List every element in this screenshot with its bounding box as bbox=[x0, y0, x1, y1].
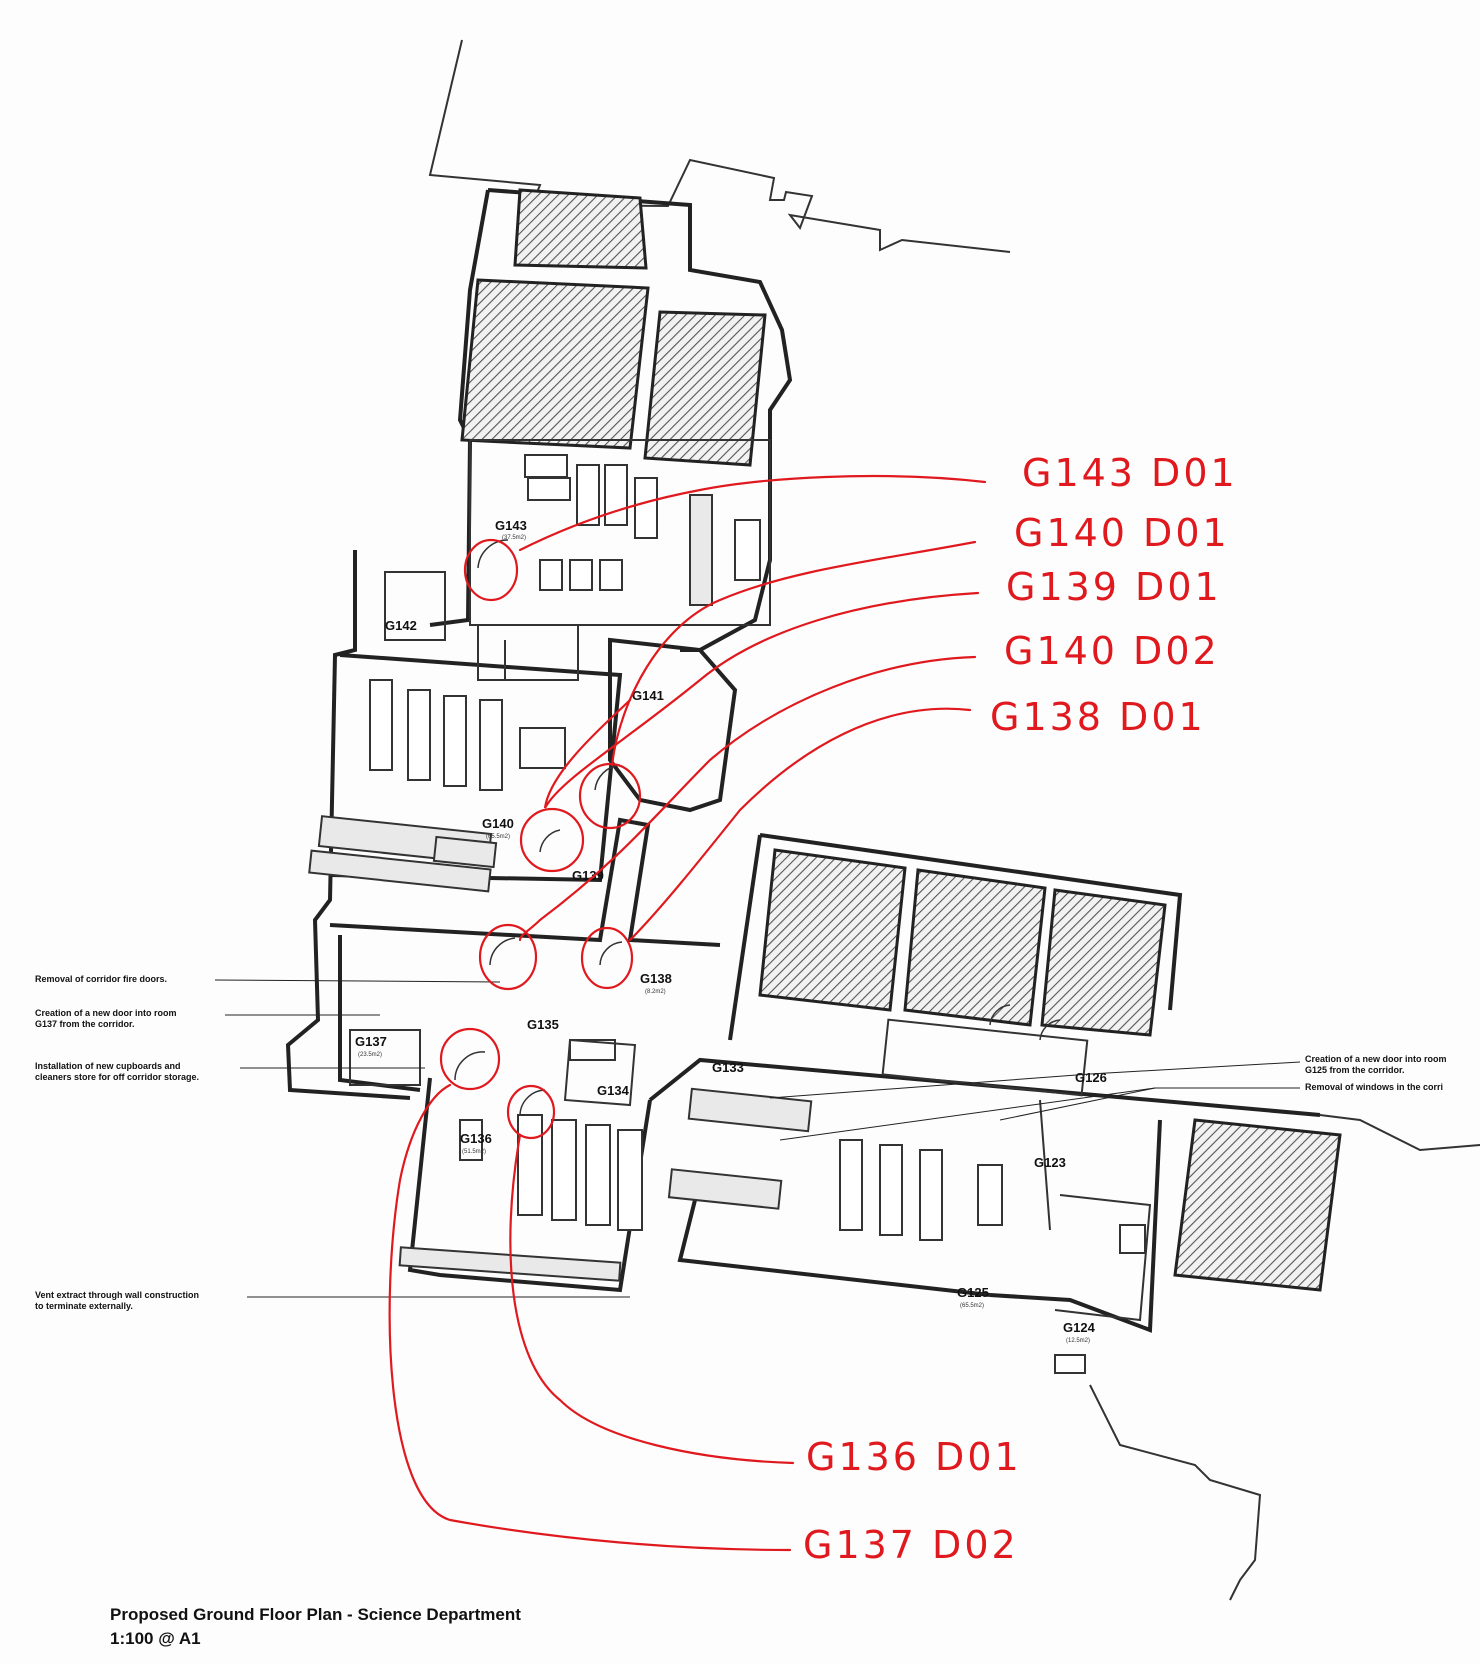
room-area-g138: (8.2m2) bbox=[645, 989, 666, 995]
site-boundary bbox=[428, 39, 1480, 1601]
note-removal-windows: Removal of windows in the corri bbox=[1305, 1082, 1443, 1092]
tag-g140-d01: G140 D01 bbox=[1014, 511, 1230, 555]
room-area-g136: (51.5m2) bbox=[462, 1149, 486, 1155]
room-label-g141: G141 bbox=[632, 688, 664, 703]
hatched-lab-2 bbox=[903, 868, 1047, 1027]
circle-g136-d01 bbox=[506, 1084, 556, 1140]
hatched-lab-1 bbox=[758, 848, 907, 1012]
tag-g137-d02: G137 D02 bbox=[803, 1523, 1019, 1567]
tag-g143-d01: G143 D01 bbox=[1022, 451, 1238, 495]
tag-g140-d02: G140 D02 bbox=[1004, 629, 1220, 673]
right-notes: Creation of a new door into room G125 fr… bbox=[769, 1054, 1449, 1141]
circle-g137-d02 bbox=[439, 1027, 501, 1091]
room-area-g140: (65.5m2) bbox=[486, 834, 510, 840]
circle-g140-d02 bbox=[478, 923, 538, 991]
middle-block bbox=[285, 550, 738, 1100]
east-block bbox=[677, 833, 1342, 1333]
room-label-g125: G125 bbox=[957, 1285, 989, 1300]
hatched-lab-3 bbox=[1040, 888, 1167, 1037]
note-removal-fire-doors: Removal of corridor fire doors. bbox=[35, 974, 167, 984]
room-label-g124: G124 bbox=[1063, 1320, 1096, 1335]
tag-g136-d01: G136 D01 bbox=[806, 1435, 1022, 1479]
room-label-g140: G140 bbox=[482, 816, 514, 831]
room-label-g138: G138 bbox=[640, 971, 672, 986]
circle-g143-d01 bbox=[463, 538, 519, 602]
g140-furniture bbox=[308, 679, 503, 893]
room-label-g135: G135 bbox=[527, 1017, 559, 1032]
room-g142-outline bbox=[384, 571, 446, 641]
red-door-circles bbox=[439, 538, 642, 1140]
north-block bbox=[429, 188, 793, 652]
hatched-room-nw bbox=[460, 278, 650, 450]
note-vent-extract: Vent extract through wall construction t… bbox=[35, 1290, 202, 1311]
note-cupboards: Installation of new cupboards and cleane… bbox=[35, 1061, 199, 1082]
hatched-room-east bbox=[1173, 1118, 1342, 1292]
room-label-g136: G136 bbox=[460, 1131, 492, 1146]
stair-hatch bbox=[513, 188, 648, 270]
drawing-scale: 1:100 @ A1 bbox=[110, 1629, 201, 1648]
g143-furniture bbox=[524, 454, 761, 606]
room-label-g134: G134 bbox=[597, 1083, 630, 1098]
door-swings bbox=[454, 539, 1061, 1116]
circle-g138-d01 bbox=[580, 926, 634, 990]
room-label-g142: G142 bbox=[385, 618, 417, 633]
note-new-door-g125: Creation of a new door into room G125 fr… bbox=[1305, 1054, 1449, 1075]
note-new-door-g137: Creation of a new door into room G137 fr… bbox=[35, 1008, 179, 1029]
room-g143-outline bbox=[469, 439, 771, 626]
room-label-g137: G137 bbox=[355, 1034, 387, 1049]
circle-g139-d01 bbox=[578, 762, 642, 830]
room-label-g126: G126 bbox=[1075, 1070, 1107, 1085]
g125-furniture bbox=[667, 1087, 1146, 1374]
room-g137-outline bbox=[349, 1029, 421, 1086]
room-label-g123: G123 bbox=[1034, 1155, 1066, 1170]
room-label-g139: G139 bbox=[572, 868, 604, 883]
room-g134-outline bbox=[563, 1038, 637, 1107]
tag-g139-d01: G139 D01 bbox=[1006, 565, 1222, 609]
room-label-g133: G133 bbox=[712, 1060, 744, 1075]
room-label-g143: G143 bbox=[495, 518, 527, 533]
circle-g140-d01 bbox=[519, 807, 585, 873]
tag-g138-d01: G138 D01 bbox=[990, 695, 1206, 739]
room-area-g125: (65.5m2) bbox=[960, 1303, 984, 1309]
red-door-tags: G143 D01 G140 D01 G139 D01 G140 D02 G138… bbox=[803, 451, 1238, 1567]
drawing-title: Proposed Ground Floor Plan - Science Dep… bbox=[110, 1605, 521, 1624]
room-area-g137: (23.5m2) bbox=[358, 1052, 382, 1058]
hatched-room-ne bbox=[643, 310, 767, 467]
red-leader-lines bbox=[388, 474, 987, 1552]
room-area-g143: (37.5m2) bbox=[502, 535, 526, 541]
drawing-title-block: Proposed Ground Floor Plan - Science Dep… bbox=[110, 1605, 521, 1648]
room-area-g124: (12.5m2) bbox=[1066, 1338, 1090, 1344]
left-notes: Removal of corridor fire doors. Creation… bbox=[35, 974, 630, 1311]
g136-furniture bbox=[398, 1114, 643, 1282]
